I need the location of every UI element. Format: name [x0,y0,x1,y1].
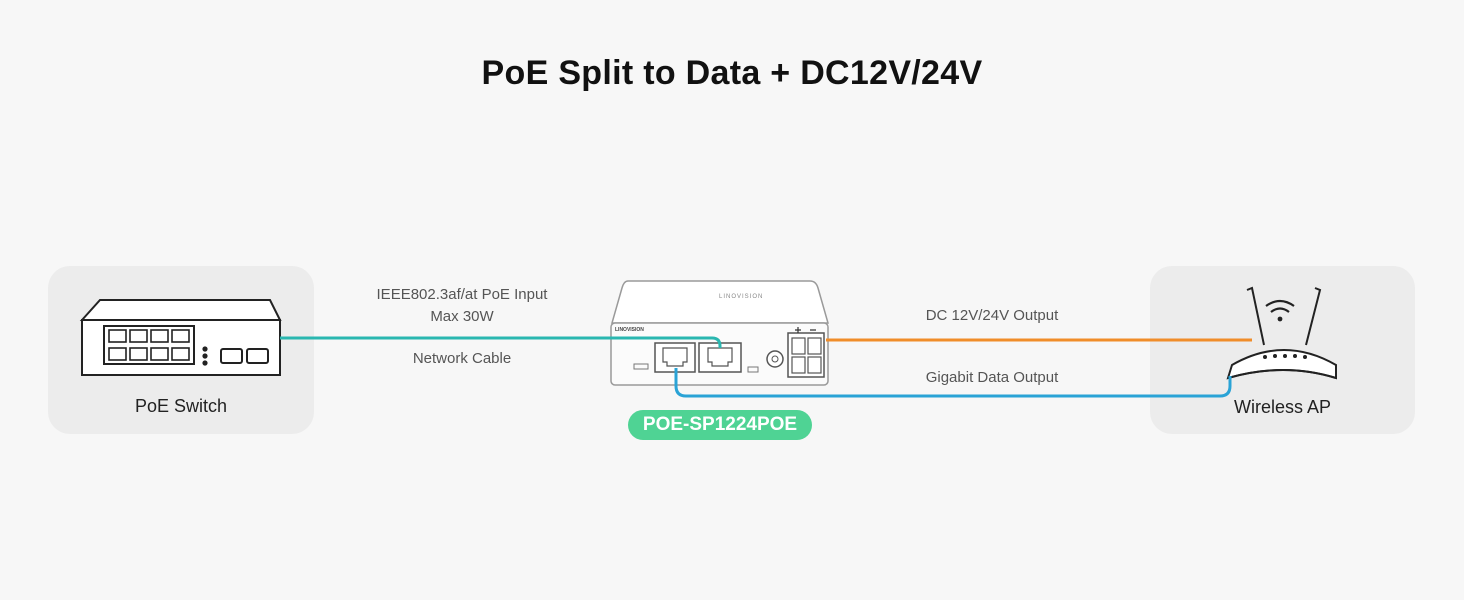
poe-input-label: IEEE802.3af/at PoE Input [376,286,548,303]
terminal-block [787,332,825,378]
diagram-title: PoE Split to Data + DC12V/24V [481,54,983,92]
gigabit-data-cable [674,368,1232,398]
splitter-model-badge: POE-SP1224POE [628,410,812,440]
poe-network-cable [280,336,722,348]
splitter-brand-top: LINOVISION [719,294,763,300]
dc-output-label: DC 12V/24V Output [925,307,1059,324]
poe-switch-label: PoE Switch [134,396,228,416]
poe-max-power-label: Max 30W [430,308,494,325]
network-cable-label: Network Cable [412,350,512,367]
wifi-icon [1265,299,1295,322]
wireless-ap-icon [1226,286,1337,380]
poe-splitter-device: LINOVISION LINOVISION [610,280,829,386]
data-output-label: Gigabit Data Output [925,369,1059,386]
output-port [654,342,696,373]
splitter-brand-front: LINOVISION [615,327,644,333]
poe-switch-icon [79,299,282,376]
wireless-ap-label: Wireless AP [1233,397,1332,417]
